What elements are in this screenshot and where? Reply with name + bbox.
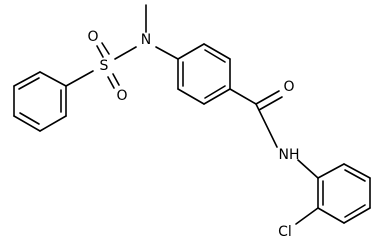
double-bond-inner [204, 85, 226, 99]
double-bond-inner [344, 169, 366, 182]
double-bond [112, 73, 120, 86]
double-bond [101, 42, 110, 55]
bond [343, 163, 371, 179]
atom-label-carbonyl-oxygen: O [283, 79, 294, 95]
bond-sulfur-nitrogen [114, 46, 137, 60]
bond [203, 43, 231, 60]
atom-label-sulfur: S [100, 58, 109, 74]
atom-label-chlorine: Cl [278, 224, 292, 240]
double-bond-inner [19, 112, 40, 125]
central-benzene-ring [177, 43, 231, 105]
double-bond [107, 76, 115, 89]
bond-phenyl-sulfur [65, 70, 94, 87]
sulfonyl-oxygens [96, 42, 120, 89]
bond-nitrogen-ring [155, 46, 179, 60]
bond [39, 115, 67, 132]
atom-label-nitrogen: N [141, 32, 151, 48]
bond [317, 207, 345, 224]
double-bond-inner [204, 49, 226, 63]
atom-label-oxygen-top: O [87, 29, 98, 45]
bond [343, 207, 371, 224]
bond-ring-chlorine [295, 207, 319, 225]
atom-label-oxygen-bottom: O [116, 88, 127, 104]
chlorophenyl-ring [317, 163, 371, 224]
double-bond [96, 45, 104, 58]
phenyl-ring [13, 71, 67, 132]
bond [177, 43, 205, 60]
carbonyl-double-bond [255, 90, 283, 111]
bond-ring-carbonyl [229, 88, 257, 105]
atom-label-amide-nh: NH [279, 147, 300, 163]
double-bond-inner [18, 77, 40, 90]
double-bond [258, 96, 283, 111]
bond [203, 88, 231, 105]
bond [177, 88, 205, 105]
bond-carbonyl-amide [255, 103, 278, 148]
double-bond-inner [344, 204, 366, 218]
bond [13, 115, 41, 132]
bond-amide-ring [297, 159, 319, 179]
bond [13, 71, 41, 87]
bond [39, 71, 67, 87]
double-bond [255, 90, 280, 105]
bond [317, 163, 345, 179]
